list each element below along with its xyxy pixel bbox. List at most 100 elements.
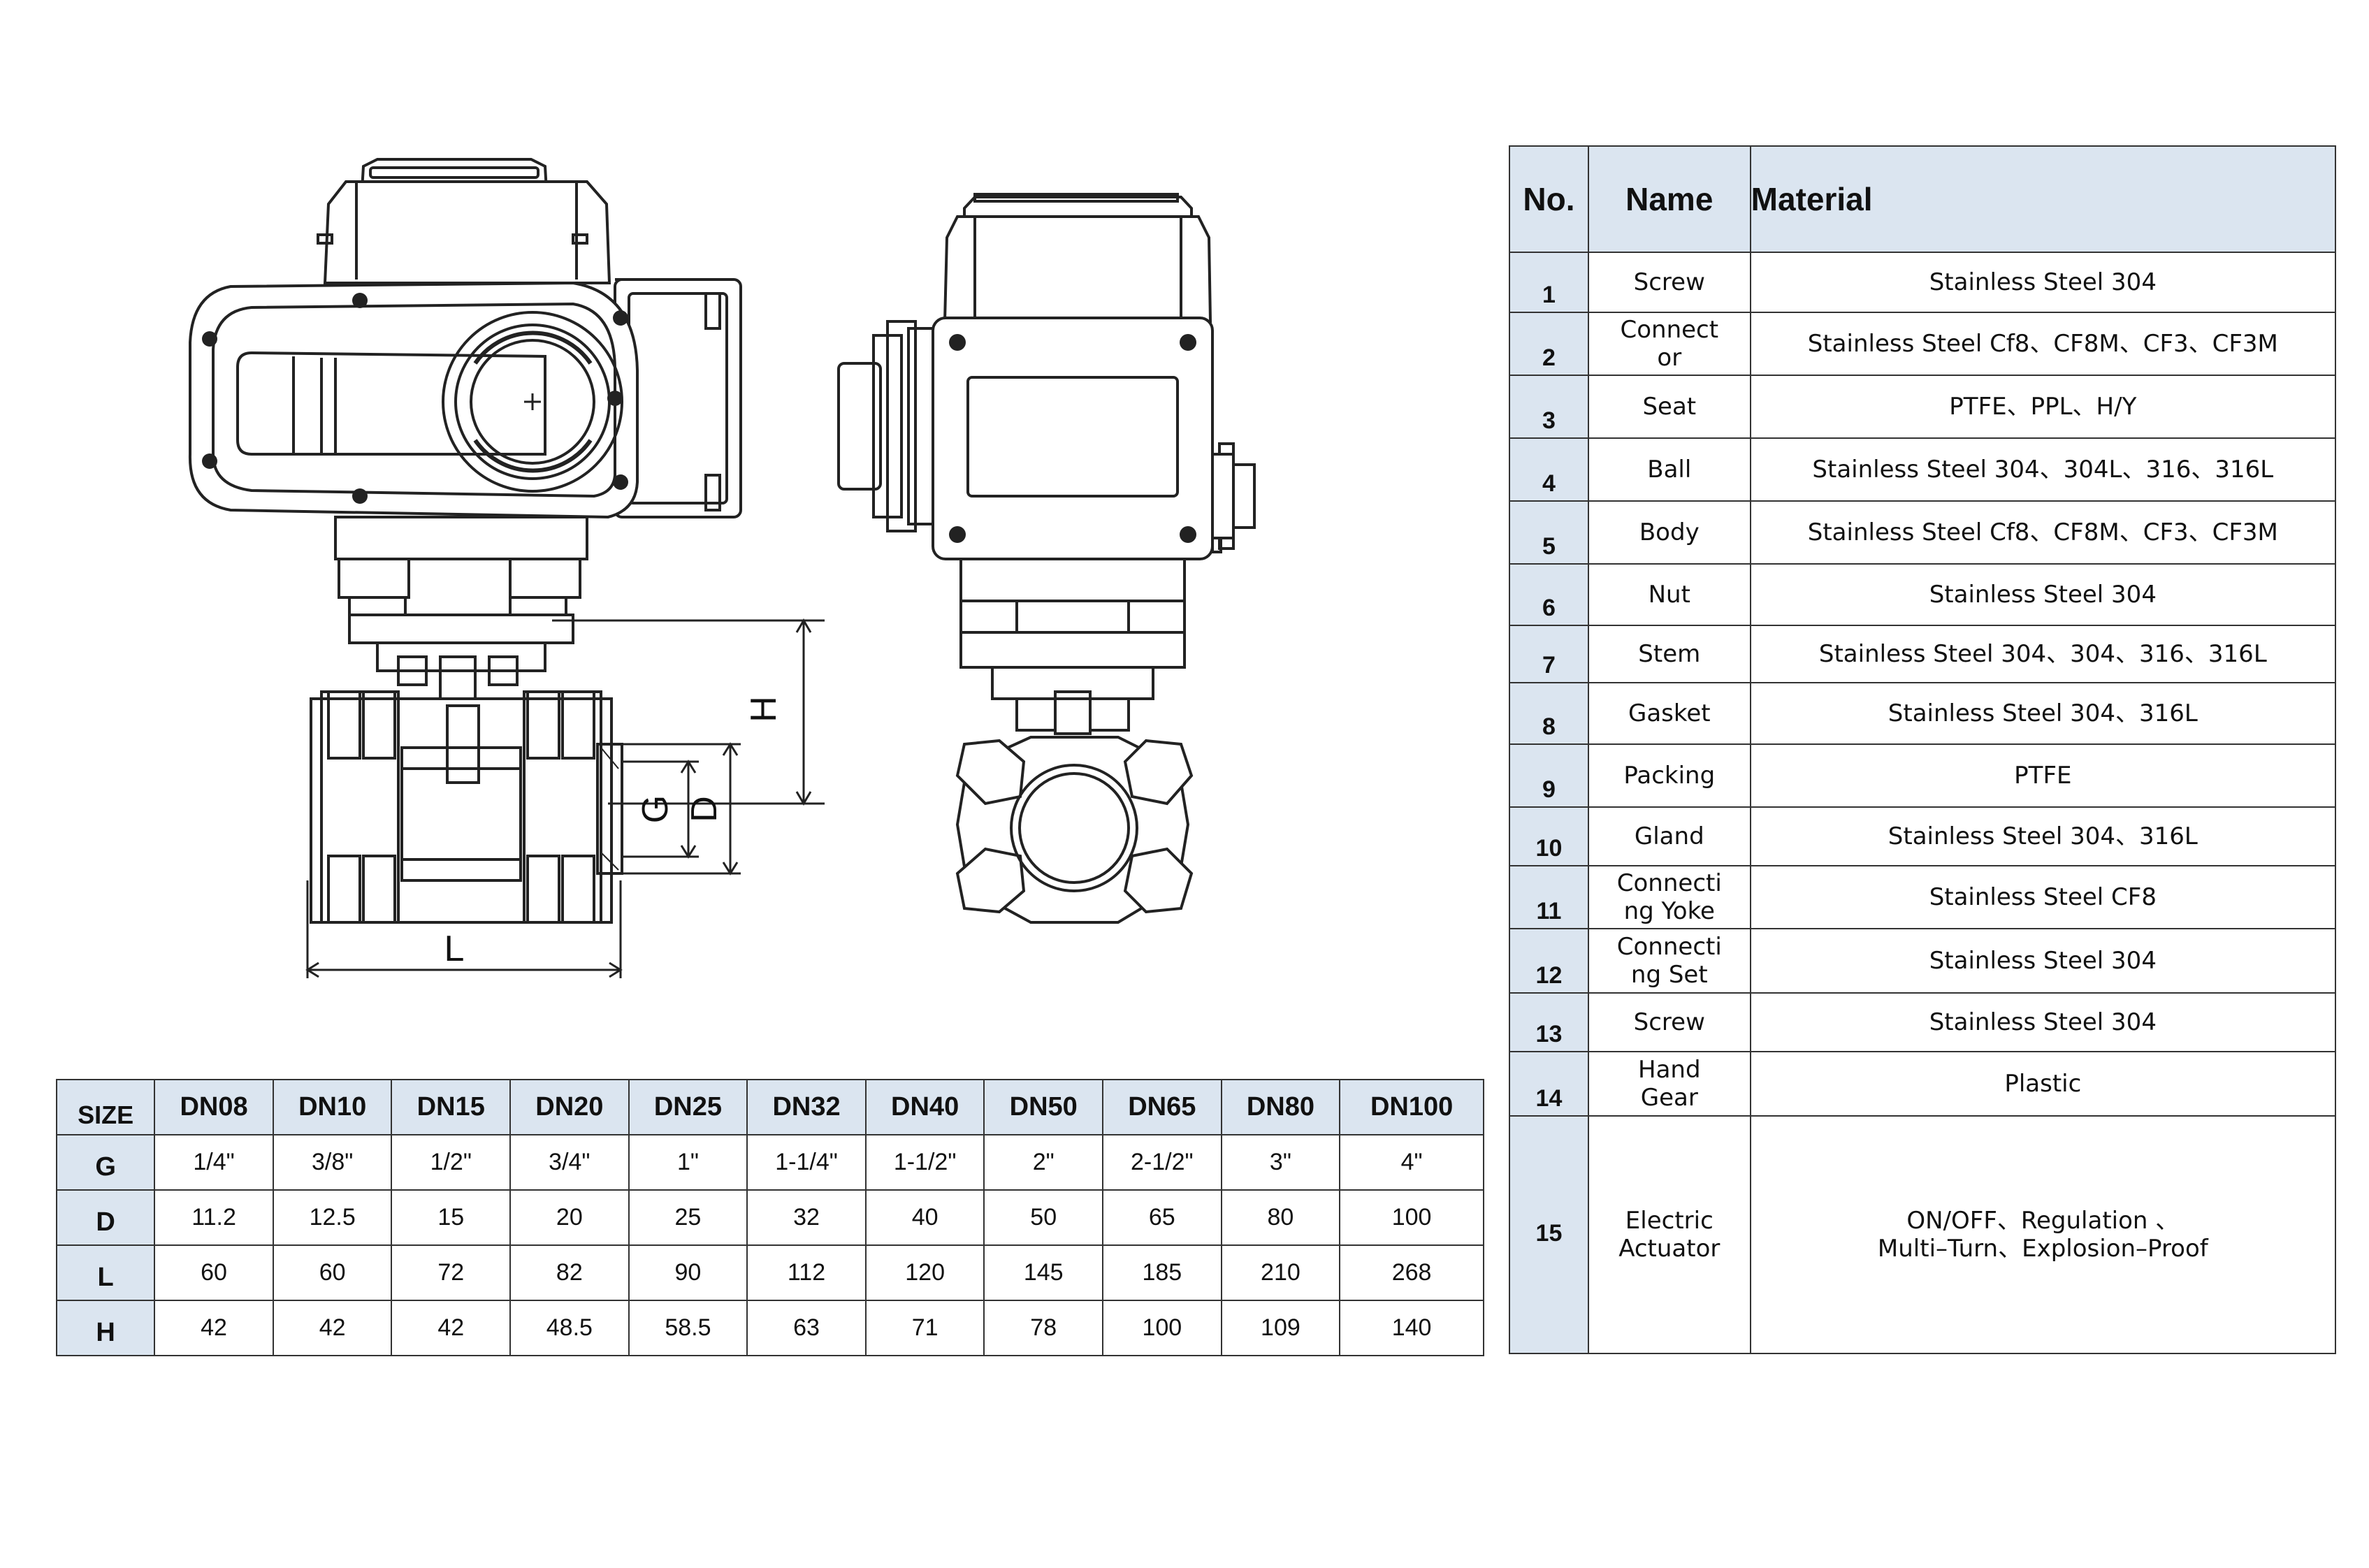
parts-cell-name: Stem — [1587, 625, 1751, 683]
size-cell: 32 — [746, 1189, 867, 1246]
size-cell: 58.5 — [628, 1300, 748, 1356]
size-col-dn65: DN65 — [1102, 1079, 1222, 1135]
parts-cell-name: Connecti ng Set — [1587, 928, 1751, 994]
parts-header-material: Material — [1749, 145, 2337, 253]
size-cell: 82 — [509, 1244, 630, 1301]
parts-cell-no: 9 — [1509, 743, 1589, 808]
size-cell: 80 — [1220, 1189, 1341, 1246]
parts-cell-material: Stainless Steel 304、316L — [1749, 682, 2337, 745]
size-row-l: L 60 60 72 82 90 112 120 145 185 210 268 — [55, 1244, 1484, 1301]
size-col-dn08: DN08 — [154, 1079, 274, 1135]
parts-cell-name: Ball — [1587, 437, 1751, 502]
size-cell: 71 — [864, 1300, 985, 1356]
parts-cell-material: Plastic — [1749, 1051, 2337, 1117]
size-row-label: H — [55, 1300, 156, 1356]
front-view-actuator — [188, 158, 742, 707]
size-col-dn15: DN15 — [391, 1079, 512, 1135]
size-cell: 72 — [391, 1244, 512, 1301]
size-row-d: D 11.2 12.5 15 20 25 32 40 50 65 80 100 — [55, 1189, 1484, 1246]
size-cell: 3" — [1220, 1134, 1341, 1191]
parts-cell-material: PTFE — [1749, 743, 2337, 808]
front-view-dimension-lines — [305, 618, 825, 978]
size-cell: 3/4" — [509, 1134, 630, 1191]
front-view-valve-body — [310, 690, 623, 924]
size-cell: 1-1/2" — [864, 1134, 985, 1191]
parts-cell-material: Stainless Steel Cf8、CF8M、CF3、CF3M — [1749, 312, 2337, 376]
size-cell: 100 — [1339, 1189, 1484, 1246]
dimension-label-l: L — [444, 929, 465, 969]
size-cell: 1-1/4" — [746, 1134, 867, 1191]
parts-cell-material: ON/OFF、Regulation 、 Multi–Turn、Explosion… — [1749, 1115, 2337, 1354]
size-cell: 1/4" — [154, 1134, 274, 1191]
size-row-label: L — [55, 1244, 156, 1301]
parts-cell-material: PTFE、PPL、H/Y — [1749, 375, 2337, 439]
parts-cell-material: Stainless Steel 304 — [1749, 992, 2337, 1052]
size-cell: 112 — [746, 1244, 867, 1301]
parts-cell-no: 6 — [1509, 563, 1589, 626]
parts-cell-no: 5 — [1509, 500, 1589, 565]
parts-cell-name: Electric Actuator — [1587, 1115, 1751, 1354]
size-cell: 40 — [864, 1189, 985, 1246]
size-cell: 63 — [746, 1300, 867, 1356]
parts-cell-no: 11 — [1509, 865, 1589, 929]
parts-cell-material: Stainless Steel Cf8、CF8M、CF3、CF3M — [1749, 500, 2337, 565]
parts-cell-no: 13 — [1509, 992, 1589, 1052]
parts-cell-no: 12 — [1509, 928, 1589, 994]
parts-cell-material: Stainless Steel CF8 — [1749, 865, 2337, 929]
dimension-label-h: H — [744, 696, 784, 723]
size-row-label: D — [55, 1189, 156, 1246]
parts-cell-material: Stainless Steel 304 — [1749, 252, 2337, 313]
parts-cell-no: 2 — [1509, 312, 1589, 376]
parts-cell-no: 10 — [1509, 806, 1589, 866]
size-cell: 90 — [628, 1244, 748, 1301]
side-view-actuator — [837, 193, 1256, 735]
size-cell: 2-1/2" — [1102, 1134, 1222, 1191]
size-cell: 60 — [154, 1244, 274, 1301]
size-col-dn32: DN32 — [746, 1079, 867, 1135]
size-table-corner: SIZE — [55, 1079, 156, 1135]
size-col-dn25: DN25 — [628, 1079, 748, 1135]
size-cell: 140 — [1339, 1300, 1484, 1356]
size-cell: 4" — [1339, 1134, 1484, 1191]
parts-cell-material: Stainless Steel 304 — [1749, 563, 2337, 626]
size-cell: 42 — [391, 1300, 512, 1356]
dimension-label-g: G — [635, 795, 676, 823]
size-cell: 2" — [983, 1134, 1104, 1191]
size-cell: 65 — [1102, 1189, 1222, 1246]
size-col-dn100: DN100 — [1339, 1079, 1484, 1135]
size-table: SIZE DN08 DN10 DN15 DN20 DN25 DN32 DN40 … — [55, 1079, 1484, 1356]
parts-cell-name: Connect or — [1587, 312, 1751, 376]
size-col-dn10: DN10 — [272, 1079, 393, 1135]
size-cell: 100 — [1102, 1300, 1222, 1356]
parts-cell-no: 15 — [1509, 1115, 1589, 1354]
dimension-label-d: D — [684, 796, 725, 822]
size-cell: 11.2 — [154, 1189, 274, 1246]
size-cell: 42 — [154, 1300, 274, 1356]
parts-cell-no: 4 — [1509, 437, 1589, 502]
size-cell: 210 — [1220, 1244, 1341, 1301]
size-row-label: G — [55, 1134, 156, 1191]
size-row-g: G 1/4" 3/8" 1/2" 3/4" 1" 1-1/4" 1-1/2" 2… — [55, 1134, 1484, 1191]
size-cell: 145 — [983, 1244, 1104, 1301]
parts-cell-name: Gasket — [1587, 682, 1751, 745]
size-col-dn50: DN50 — [983, 1079, 1104, 1135]
size-cell: 109 — [1220, 1300, 1341, 1356]
parts-header-no: No. — [1509, 145, 1589, 253]
parts-cell-name: Screw — [1587, 992, 1751, 1052]
parts-cell-name: Seat — [1587, 375, 1751, 439]
parts-cell-name: Body — [1587, 500, 1751, 565]
size-col-dn80: DN80 — [1220, 1079, 1341, 1135]
size-row-h: H 42 42 42 48.5 58.5 63 71 78 100 109 14… — [55, 1300, 1484, 1356]
parts-cell-name: Connecti ng Yoke — [1587, 865, 1751, 929]
size-col-dn40: DN40 — [864, 1079, 985, 1135]
